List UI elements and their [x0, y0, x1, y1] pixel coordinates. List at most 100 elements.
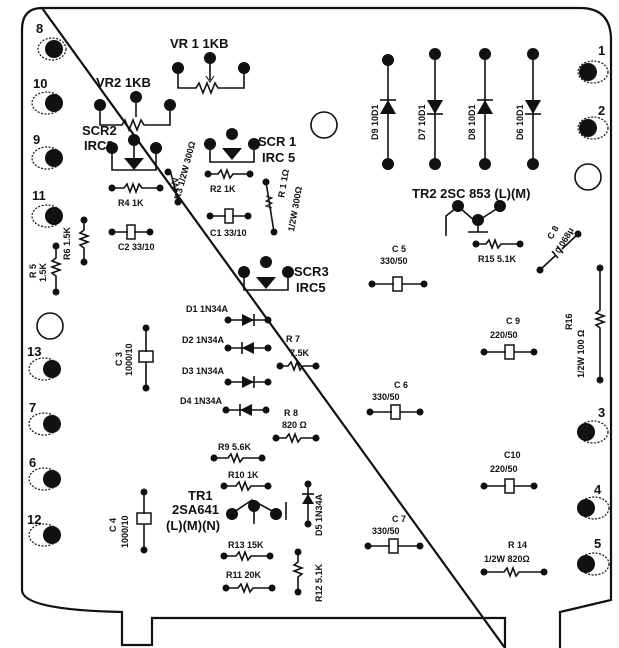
r1-label: R 1 1Ω: [276, 168, 291, 198]
c4-capacitor: C 4 1000/10: [108, 488, 152, 554]
vr1-label: VR 1 1KB: [170, 36, 229, 51]
c9-capacitor: C 9 220/50: [480, 316, 538, 360]
r7-value-label: 7.5K: [290, 348, 310, 358]
scr1-type-label: IRC 5: [262, 150, 295, 165]
r14-label: R 14: [508, 540, 527, 550]
r8-resistor: R 8 820 Ω: [272, 408, 320, 445]
c1-label: C1 33/10: [210, 228, 247, 238]
mounting-hole: [574, 163, 602, 191]
d4-diode: D4 1N34A: [180, 396, 270, 416]
terminal-label: 10: [33, 76, 47, 91]
r1-spec-label: 1/2W 300Ω: [286, 186, 304, 233]
scr2-label: SCR2: [82, 123, 117, 138]
r12-label: R12 5.1K: [314, 563, 324, 602]
tr1-transistor: TR1 2SA641 (L)(M)(N): [166, 488, 287, 533]
c9-label: C 9: [506, 316, 520, 326]
c6-label: C 6: [394, 380, 408, 390]
r16-value-label: 1/2W 100 Ω: [576, 330, 586, 378]
c10-value-label: 220/50: [490, 464, 518, 474]
c2-label: C2 33/10: [118, 242, 155, 252]
c4-label: C 4: [108, 518, 118, 532]
c3-label: C 3: [114, 352, 124, 366]
r9-label: R9 5.6K: [218, 442, 252, 452]
terminal-label: 5: [594, 536, 601, 551]
c9-value-label: 220/50: [490, 330, 518, 340]
terminal-label: 13: [27, 344, 41, 359]
r15-resistor: R15 5.1K: [472, 237, 524, 264]
c1-capacitor: C1 33/10: [206, 208, 252, 238]
c2-capacitor: C2 33/10: [108, 224, 155, 252]
mounting-hole: [310, 111, 338, 139]
r14-value-label: 1/2W 820Ω: [484, 554, 530, 564]
d9-label: D9 10D1: [370, 104, 380, 140]
d6-diode: D6 10D1: [515, 48, 541, 170]
d3-diode: D3 1N34A: [182, 366, 272, 388]
d7-diode: D7 10D1: [417, 48, 443, 170]
scr1-label: SCR 1: [258, 134, 296, 149]
r8-value-label: 820 Ω: [282, 420, 307, 430]
c10-label: C10: [504, 450, 521, 460]
d5-diode: D5 1N34A: [302, 480, 324, 536]
c6-value-label: 330/50: [372, 392, 400, 402]
r7-resistor: R 7 7.5K: [276, 334, 320, 373]
terminal-label: 12: [27, 512, 41, 527]
d7-label: D7 10D1: [417, 104, 427, 140]
c7-label: C 7: [392, 514, 406, 524]
scr3-label: SCR3: [294, 264, 329, 279]
r6-label: R6 1.5K: [62, 226, 72, 260]
d8-label: D8 10D1: [467, 104, 477, 140]
c5-capacitor: C 5 330/50: [368, 244, 428, 292]
terminal-2: 2: [577, 103, 609, 140]
d9-diode: D9 10D1: [370, 54, 396, 170]
r2-resistor: R2 1K: [204, 167, 254, 194]
r10-label: R10 1K: [228, 470, 259, 480]
c3-capacitor: C 3 1000/10: [114, 324, 154, 392]
r13-label: R13 15K: [228, 540, 264, 550]
terminal-label: 3: [598, 405, 605, 420]
r16-resistor: R16 1/2W 100 Ω: [564, 264, 607, 384]
tr1-rank-label: (L)(M)(N): [166, 518, 220, 533]
terminal-5: 5: [577, 536, 610, 576]
c6-capacitor: C 6 330/50: [366, 380, 424, 420]
r14-resistor: R 14 1/2W 820Ω: [480, 540, 548, 579]
scr3-type-label: IRC5: [296, 280, 326, 295]
vr2-potentiometer: VR2 1KB: [94, 75, 176, 133]
d8-diode: D8 10D1: [467, 48, 493, 170]
r1-resistor: R 1 1Ω 1/2W 300Ω: [262, 168, 304, 236]
r5-resistor: R 5 1.5K: [28, 242, 63, 296]
r3-resistor: R3 1/2W 300Ω: [164, 140, 197, 206]
d1-label: D1 1N34A: [186, 304, 229, 314]
r9-resistor: R9 5.6K: [210, 442, 266, 465]
tr2-label: TR2 2SC 853 (L)(M): [412, 186, 530, 201]
d5-label: D5 1N34A: [314, 493, 324, 536]
r11-label: R11 20K: [226, 570, 262, 580]
r16-label: R16: [564, 313, 574, 330]
terminal-8: 8: [36, 21, 67, 61]
scr1-thyristor: SCR 1 IRC 5: [204, 128, 296, 165]
r2-label: R2 1K: [210, 184, 236, 194]
c3-value-label: 1000/10: [124, 343, 134, 376]
tr2-transistor: TR2 2SC 853 (L)(M): [412, 186, 530, 236]
r13-resistor: R13 15K: [220, 540, 274, 563]
vr1-potentiometer: VR 1 1KB: [170, 36, 250, 96]
board-outline: [20, 6, 613, 648]
r10-resistor: R10 1K: [220, 470, 272, 493]
d3-label: D3 1N34A: [182, 366, 225, 376]
d4-label: D4 1N34A: [180, 396, 223, 406]
terminal-3: 3: [577, 405, 609, 444]
r12-resistor: R12 5.1K: [291, 548, 324, 602]
terminal-13: 13: [27, 344, 61, 381]
r15-label: R15 5.1K: [478, 254, 517, 264]
d2-diode: D2 1N34A: [182, 335, 272, 354]
d1-diode: D1 1N34A: [186, 304, 272, 326]
vr2-label: VR2 1KB: [96, 75, 151, 90]
terminal-label: 11: [32, 188, 46, 203]
terminal-label: 2: [598, 103, 605, 118]
c10-capacitor: C10 220/50: [480, 450, 538, 494]
c5-label: C 5: [392, 244, 406, 254]
terminal-11: 11: [31, 188, 63, 228]
terminal-label: 4: [594, 482, 602, 497]
terminal-label: 8: [36, 21, 43, 36]
terminal-6: 6: [28, 455, 61, 491]
